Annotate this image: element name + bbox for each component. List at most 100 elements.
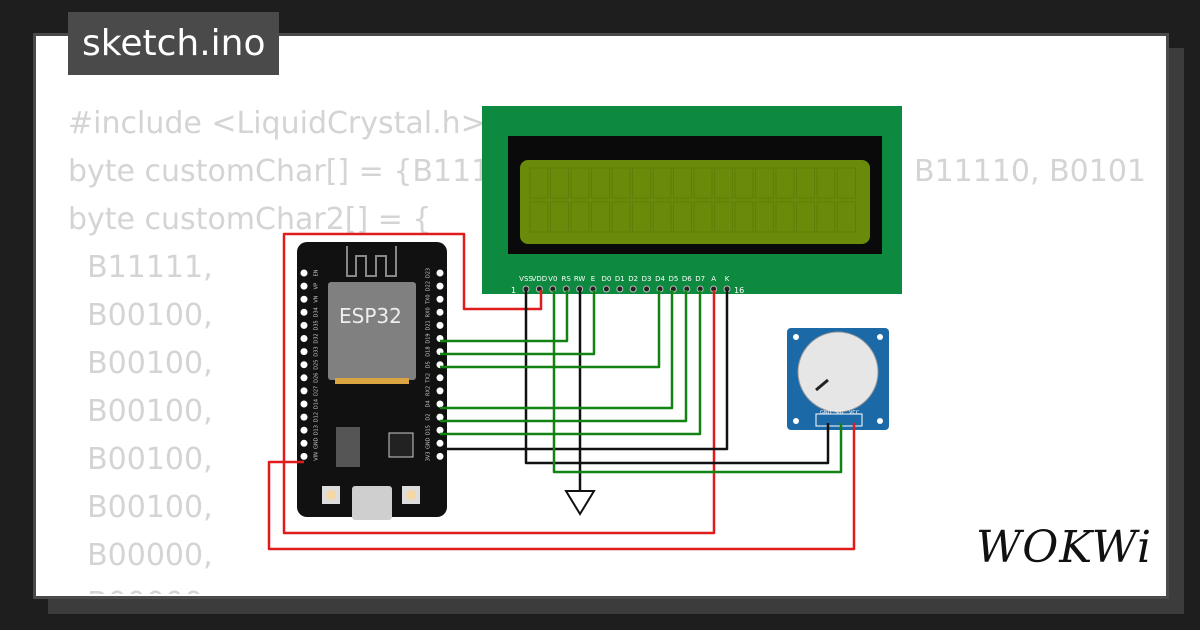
esp32-pin[interactable] — [300, 387, 308, 395]
esp32-pin-label: D26 — [314, 373, 320, 383]
esp32-pin[interactable] — [436, 452, 444, 460]
esp32-pin[interactable] — [436, 413, 444, 421]
lcd-pin[interactable] — [616, 285, 624, 293]
lcd-pin-label: D5 — [668, 275, 678, 283]
esp32-pin-label: TX2 — [426, 373, 432, 384]
esp32-pin-label: D23 — [426, 268, 432, 278]
lcd-char-cell — [652, 201, 672, 233]
esp32-pin[interactable] — [436, 387, 444, 395]
esp32-chip — [328, 282, 416, 380]
esp32-pin[interactable] — [300, 308, 308, 316]
lcd-char-cell — [714, 167, 733, 199]
esp32-pin-label: EN — [314, 269, 320, 276]
esp32-pin[interactable] — [300, 439, 308, 447]
lcd-char-cell — [673, 167, 692, 199]
esp32-pin-label: D27 — [314, 386, 320, 396]
lcd-char-cell — [837, 201, 856, 233]
esp32-pin[interactable] — [436, 269, 444, 277]
esp32-pin[interactable] — [300, 452, 308, 460]
esp32-pin-label: D13 — [314, 425, 320, 435]
lcd-char-cell — [734, 201, 754, 233]
esp32-pin[interactable] — [436, 426, 444, 434]
esp32-pin-label: GND — [314, 437, 320, 449]
lcd-pin[interactable] — [643, 285, 651, 293]
code-line: B00100, — [68, 490, 213, 525]
esp32-pin-label: D4 — [426, 400, 432, 407]
pot-knob — [797, 331, 879, 413]
lcd-char-cell — [591, 201, 610, 233]
code-line: B00100, — [68, 442, 213, 477]
esp32-pin[interactable] — [436, 295, 444, 303]
code-overflow-text: B11110, B0101 — [914, 154, 1147, 189]
lcd-char-cell — [816, 201, 836, 233]
lcd-pin-number-last: 16 — [734, 286, 744, 295]
code-editor: #include <LiquidCrystal.h> byte customCh… — [68, 100, 1148, 594]
esp32-pin[interactable] — [300, 361, 308, 369]
esp32-pin-label: D5 — [426, 361, 432, 368]
esp32-board[interactable]: ESP32 ENVPVND34D35D32D33D25D26D27D14D12D… — [297, 242, 447, 520]
code-line: byte customChar2[] = { — [68, 202, 432, 237]
esp32-pin[interactable] — [436, 308, 444, 316]
lcd-char-cell — [734, 167, 754, 199]
esp32-pin-label: GND — [426, 437, 432, 449]
file-tab-label: sketch.ino — [82, 23, 266, 64]
esp32-pin-label: D33 — [314, 346, 320, 356]
wire-vss-to-pot-gnd — [524, 290, 830, 465]
esp32-pin[interactable] — [300, 295, 308, 303]
pot-pin-box — [815, 413, 863, 427]
esp32-pin[interactable] — [300, 413, 308, 421]
lcd-char-cell — [837, 167, 856, 199]
pot-knob-indicator — [815, 378, 829, 392]
lcd-char-cell — [570, 201, 590, 233]
lcd-pin[interactable] — [629, 285, 637, 293]
lcd-pin-label: D0 — [601, 275, 611, 283]
wire-vdd-to-a — [282, 232, 716, 535]
esp32-pin[interactable] — [300, 269, 308, 277]
usb-port — [352, 486, 392, 520]
esp32-pin[interactable] — [300, 321, 308, 329]
esp32-pin[interactable] — [436, 374, 444, 382]
esp32-label: ESP32 — [339, 304, 402, 328]
ground-icon — [564, 490, 596, 516]
code-line: B00100, — [68, 346, 213, 381]
esp32-pin-label: D25 — [314, 360, 320, 370]
lcd-char-cell — [550, 167, 569, 199]
esp32-pin[interactable] — [436, 282, 444, 290]
esp32-pin[interactable] — [300, 335, 308, 342]
esp32-pin[interactable] — [436, 400, 444, 408]
esp32-pin[interactable] — [300, 348, 308, 356]
lcd-char-cell — [550, 201, 569, 233]
lcd-char-cell — [775, 201, 795, 233]
esp32-pin-label: TX0 — [426, 294, 432, 305]
lcd-pin-label: VDD — [532, 275, 548, 283]
lcd-char-cell — [591, 167, 610, 199]
lcd-char-cell — [652, 167, 672, 199]
esp32-pin-label: D18 — [426, 346, 432, 356]
voltage-regulator — [336, 427, 360, 467]
lcd-char-cell — [632, 167, 651, 199]
lcd-pin-number-first: 1 — [511, 286, 516, 295]
chip-pins — [335, 378, 409, 384]
wire-d15-to-d7 — [440, 290, 702, 436]
lcd-char-cell — [796, 201, 815, 233]
lcd-pin-label: RW — [574, 275, 586, 283]
lcd-pin-label: VSS — [519, 275, 533, 283]
esp32-pin-label: D19 — [426, 333, 432, 343]
lcd-pin-label: RS — [562, 275, 572, 283]
pot-pin-vcc-label: VCC — [849, 410, 860, 416]
potentiometer-module[interactable]: GND SIG VCC — [787, 328, 889, 430]
lcd-char-cell — [611, 201, 631, 233]
lcd-pin-label: A — [711, 275, 716, 283]
wire-d4-to-d5 — [440, 290, 674, 410]
esp32-pin[interactable] — [300, 426, 308, 434]
pot-pin-sig-label: SIG — [835, 410, 844, 416]
esp32-pin[interactable] — [436, 321, 444, 329]
lcd-pin[interactable] — [602, 285, 610, 293]
esp32-pin[interactable] — [436, 439, 444, 447]
file-tab[interactable]: sketch.ino — [68, 12, 280, 75]
esp32-pin[interactable] — [300, 282, 308, 290]
esp32-pin[interactable] — [300, 400, 308, 408]
lcd-pin-label: D6 — [682, 275, 692, 283]
esp32-pin[interactable] — [300, 374, 308, 382]
